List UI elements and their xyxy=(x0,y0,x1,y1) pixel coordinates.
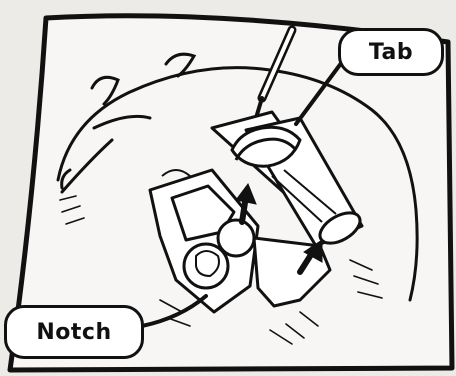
figure-outline xyxy=(56,52,419,302)
callout-leaders xyxy=(140,60,344,328)
tab-callout-label: Tab xyxy=(338,28,444,76)
hatch-marks xyxy=(59,195,383,345)
direction-arrows xyxy=(235,182,323,275)
cartridge-tube xyxy=(210,110,364,248)
mechanism-holder xyxy=(148,168,332,314)
notch-callout-label: Notch xyxy=(4,305,144,359)
